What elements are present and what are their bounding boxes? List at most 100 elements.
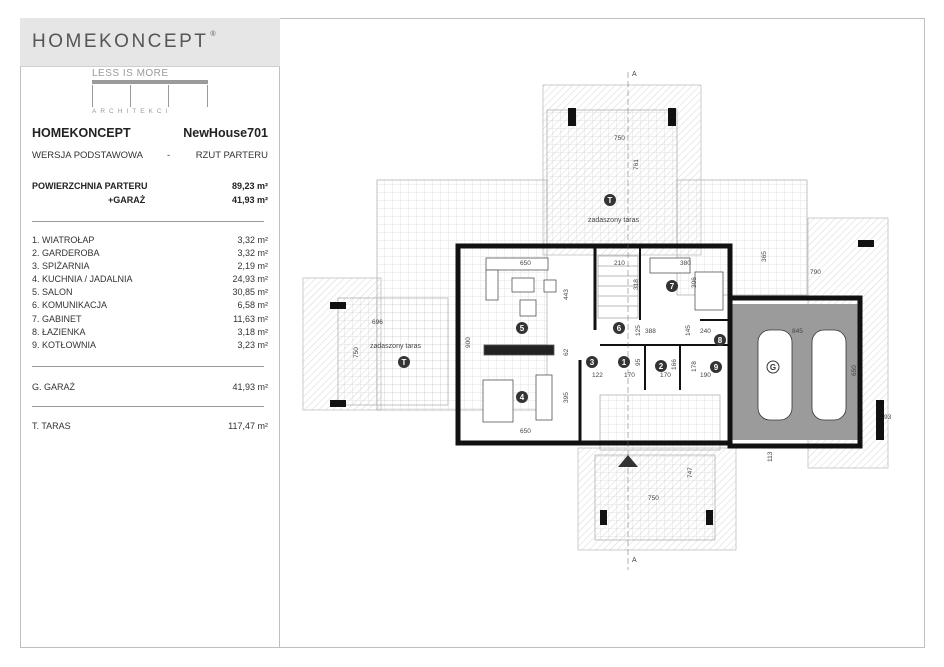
svg-text:166: 166 (671, 359, 678, 370)
svg-text:388: 388 (645, 328, 656, 335)
room-marker (710, 361, 722, 373)
section-mark-top: A (632, 71, 637, 78)
svg-text:750: 750 (353, 347, 360, 358)
terrace-label-left: zadaszony taras (370, 343, 421, 350)
svg-text:306: 306 (691, 277, 698, 288)
svg-text:380: 380 (680, 260, 691, 267)
svg-text:790: 790 (810, 269, 821, 276)
svg-text:125: 125 (635, 325, 642, 336)
svg-text:T: T (608, 196, 613, 205)
drawing-sheet (20, 18, 925, 648)
room-marker (714, 334, 726, 346)
furniture (482, 257, 724, 423)
ground-area-label: POWIERZCHNIA PARTERU (32, 181, 148, 191)
garage-value: 41,93 m² (232, 382, 268, 392)
svg-text:650: 650 (851, 365, 858, 376)
brand-header: HOMEKONCEPT® (20, 18, 280, 67)
svg-text:365: 365 (761, 251, 768, 262)
svg-text:145: 145 (685, 325, 692, 336)
terrace-row: T. TARAS 117,47 m² (32, 421, 268, 431)
studio-logo-bar (92, 80, 208, 84)
svg-text:395: 395 (563, 392, 570, 403)
columns (330, 108, 884, 525)
room-marker (613, 322, 625, 334)
svg-text:1: 1 (622, 358, 627, 367)
room-marker (586, 356, 598, 368)
svg-text:178: 178 (691, 361, 698, 372)
room-marker (655, 360, 667, 372)
svg-text:170: 170 (660, 372, 671, 379)
svg-text:900: 900 (465, 337, 472, 348)
section-mark-bottom: A (632, 557, 637, 564)
floor-plan: A A zadaszony taras zadaszony taras T T … (281, 19, 924, 647)
room-marker (398, 356, 410, 368)
entrance-arrow-icon (618, 455, 638, 467)
svg-text:240: 240 (700, 328, 711, 335)
svg-text:T: T (402, 358, 407, 367)
svg-text:4: 4 (520, 393, 525, 402)
terrace-label: T. TARAS (32, 421, 71, 431)
svg-text:2: 2 (659, 362, 664, 371)
room-marker (666, 280, 678, 292)
terrace-label-top: zadaszony taras (588, 217, 639, 224)
room-marker (516, 391, 528, 403)
svg-text:845: 845 (792, 328, 803, 335)
svg-text:190: 190 (700, 372, 711, 379)
svg-text:761: 761 (633, 159, 640, 170)
svg-text:443: 443 (563, 289, 570, 300)
svg-text:650: 650 (520, 260, 531, 267)
studio-slogan: LESS IS MORE (92, 68, 169, 79)
svg-text:113: 113 (767, 451, 774, 462)
studio-logo: LESS IS MORE ARCHITEKCI (90, 68, 210, 120)
cars (757, 329, 847, 421)
version-label: WERSJA PODSTAWOWA (32, 150, 144, 161)
svg-text:3: 3 (590, 358, 595, 367)
brand-name: HOMEKONCEPT (32, 31, 209, 52)
dimension-labels: 750 761 650 210 318 380 306 365 790 443 … (353, 135, 892, 502)
svg-text:210: 210 (614, 260, 625, 267)
ground-area-value: 89,23 m² (231, 181, 268, 191)
project-name: NewHouse701 (183, 126, 268, 140)
garage-label: G. GARAŻ (32, 382, 76, 392)
brand-mark: ® (210, 31, 216, 38)
room-marker (766, 360, 780, 374)
svg-text:650: 650 (520, 428, 531, 435)
svg-text:93: 93 (884, 414, 892, 421)
svg-text:696: 696 (372, 319, 383, 326)
room-marker (604, 194, 616, 206)
garage-row: G. GARAŻ 41,93 m² (32, 382, 268, 392)
garage-area-row: +GARAŻ 41,93 m² (32, 195, 268, 205)
project-subtitle: WERSJA PODSTAWOWA - RZUT PARTERU (32, 150, 268, 161)
divider (32, 366, 264, 367)
svg-text:122: 122 (592, 372, 603, 379)
studio-logo-ticks (92, 85, 208, 107)
walls (455, 243, 863, 449)
garage-area-label: +GARAŻ (108, 195, 146, 205)
svg-text:318: 318 (633, 279, 640, 290)
room-marker (618, 356, 630, 368)
svg-text:8: 8 (718, 336, 723, 345)
project-company: HOMEKONCEPT (32, 126, 131, 140)
svg-text:170: 170 (624, 372, 635, 379)
divider (32, 406, 264, 407)
svg-text:750: 750 (614, 135, 625, 142)
svg-text:62: 62 (563, 348, 570, 356)
svg-text:747: 747 (687, 467, 694, 478)
info-panel: HOMEKONCEPT® LESS IS MORE ARCHITEKCI HOM… (20, 18, 280, 648)
garage-area-value: 41,93 m² (231, 195, 268, 205)
divider (32, 221, 264, 222)
room-marker (516, 322, 528, 334)
svg-text:6: 6 (617, 324, 622, 333)
floor-plan-drawing: A A zadaszony taras zadaszony taras T T … (302, 71, 892, 570)
svg-text:9: 9 (714, 363, 719, 372)
svg-text:G: G (770, 363, 776, 372)
svg-text:5: 5 (520, 324, 525, 333)
